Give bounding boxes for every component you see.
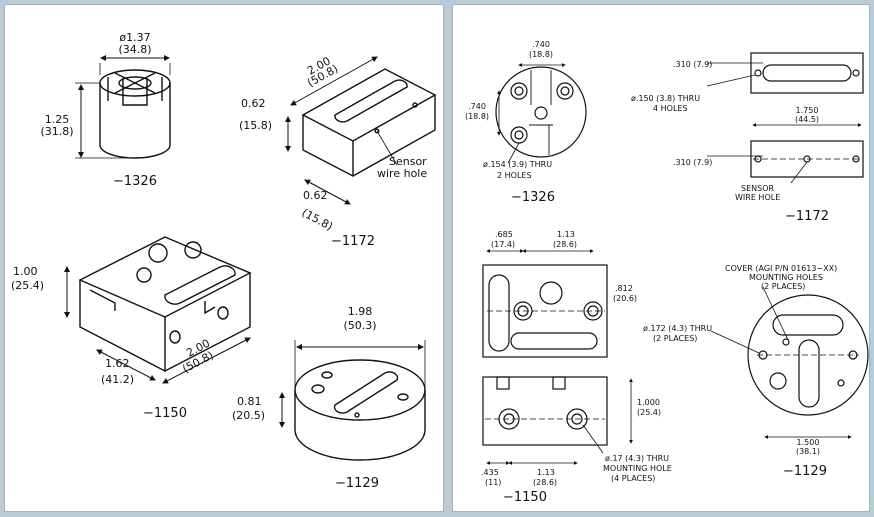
note-1129-places: (2 PLACES) xyxy=(653,334,697,343)
part-1150-iso xyxy=(64,236,252,384)
dim-1172-h-mm: (15.8) xyxy=(239,119,272,132)
dim-1326-top-mm: (18.8) xyxy=(529,50,553,59)
dim-1150-c-mm: (20.6) xyxy=(613,294,637,303)
label-1172-view: −1172 xyxy=(785,209,829,224)
note-1172-sensor: SENSOR xyxy=(741,184,774,193)
label-1326-view: −1326 xyxy=(511,190,555,205)
dim-1326-h-mm: (31.8) xyxy=(40,125,73,138)
note-1150-hole: ø.17 (4.3) THRU xyxy=(605,454,669,463)
dim-1172-h: 0.62 xyxy=(241,97,266,110)
label-1150-view: −1150 xyxy=(503,490,547,505)
part-1129-view xyxy=(710,286,869,439)
label-1326-iso: −1326 xyxy=(113,174,157,189)
dim-1150-b: 1.13 xyxy=(557,230,575,239)
dim-1150-w: 1.62 xyxy=(105,357,130,370)
note-1150-mount: MOUNTING HOLE xyxy=(603,464,672,473)
part-1172-iso xyxy=(285,56,437,205)
isometric-drawings: ø1.37 (34.8) 1.25 (31.8) −1326 2.00 (50.… xyxy=(11,31,437,491)
dim-1129-dia-mm: (38.1) xyxy=(796,447,820,456)
note-1129-cover-holes: MOUNTING HOLES xyxy=(749,273,823,282)
label-1129-view: −1129 xyxy=(783,464,827,479)
dim-1150-c: .812 xyxy=(615,284,633,293)
dim-1326-top: .740 xyxy=(532,40,550,49)
note-1172-hole: ø.150 (3.8) THRU xyxy=(631,94,700,103)
dim-1129-dia-mm: (50.3) xyxy=(343,319,376,332)
part-1326-iso xyxy=(75,55,171,159)
note-1172-wire: WIRE HOLE xyxy=(735,193,780,202)
dim-1326-dia: ø1.37 xyxy=(119,31,150,44)
note-1326-hole: ø.154 (3.9) THRU xyxy=(483,160,552,169)
dim-1172-w: 0.62 xyxy=(303,189,328,202)
dim-1172-top-t: .310 (7.9) xyxy=(673,60,712,69)
note-1172-holes: 4 HOLES xyxy=(653,104,688,113)
note-1172-sensor: Sensor xyxy=(389,155,427,168)
dim-1150-e-mm: (11) xyxy=(485,478,501,487)
dim-1172-bot-t: .310 (7.9) xyxy=(673,158,712,167)
isometric-panel: ø1.37 (34.8) 1.25 (31.8) −1326 2.00 (50.… xyxy=(4,4,444,512)
dim-1326-dia-mm: (34.8) xyxy=(118,43,151,56)
part-1326-view xyxy=(495,63,587,164)
part-1150-view xyxy=(482,249,633,465)
note-1172-wire-hole: wire hole xyxy=(377,167,427,180)
dim-1129-dia: 1.500 xyxy=(797,438,820,447)
dim-1129-h: 0.81 xyxy=(237,395,262,408)
dim-1326-h: 1.25 xyxy=(45,113,70,126)
part-1172-view xyxy=(706,52,864,184)
note-1326-holes: 2 HOLES xyxy=(497,171,532,180)
dim-1326-side: .740 xyxy=(468,102,486,111)
dim-1150-e: .435 xyxy=(481,468,499,477)
orthographic-panel: .740 (18.8) .740 (18.8) ø.154 (3.9) THRU… xyxy=(452,4,870,512)
part-1129-iso xyxy=(279,340,426,461)
dim-1150-h-mm: (25.4) xyxy=(11,279,44,292)
orthographic-drawings: .740 (18.8) .740 (18.8) ø.154 (3.9) THRU… xyxy=(465,40,869,505)
dim-1172-span-mm: (44.5) xyxy=(795,115,819,124)
label-1150-iso: −1150 xyxy=(143,406,187,421)
dim-1150-h: 1.00 xyxy=(13,265,38,278)
dim-1150-w-mm: (41.2) xyxy=(101,373,134,386)
dim-1150-a: .685 xyxy=(495,230,513,239)
dim-1150-d: 1.000 xyxy=(637,398,660,407)
dim-1150-f-mm: (28.6) xyxy=(533,478,557,487)
label-1172-iso: −1172 xyxy=(331,234,375,249)
dim-1150-d-mm: (25.4) xyxy=(637,408,661,417)
dim-1326-side-mm: (18.8) xyxy=(465,112,489,121)
dim-1150-a-mm: (17.4) xyxy=(491,240,515,249)
dim-1129-dia: 1.98 xyxy=(348,305,373,318)
dim-1129-h-mm: (20.5) xyxy=(232,409,265,422)
dim-1172-span: 1.750 xyxy=(796,106,819,115)
note-1129-cover-places: (2 PLACES) xyxy=(761,282,805,291)
note-1129-hole: ø.172 (4.3) THRU xyxy=(643,324,712,333)
note-1129-cover: COVER (AGI P/N 01613−XX) xyxy=(725,264,837,273)
dim-1150-b-mm: (28.6) xyxy=(553,240,577,249)
dim-1172-w-mm: (15.8) xyxy=(300,206,335,233)
label-1129-iso: −1129 xyxy=(335,476,379,491)
note-1150-places: (4 PLACES) xyxy=(611,474,655,483)
dim-1150-f: 1.13 xyxy=(537,468,555,477)
